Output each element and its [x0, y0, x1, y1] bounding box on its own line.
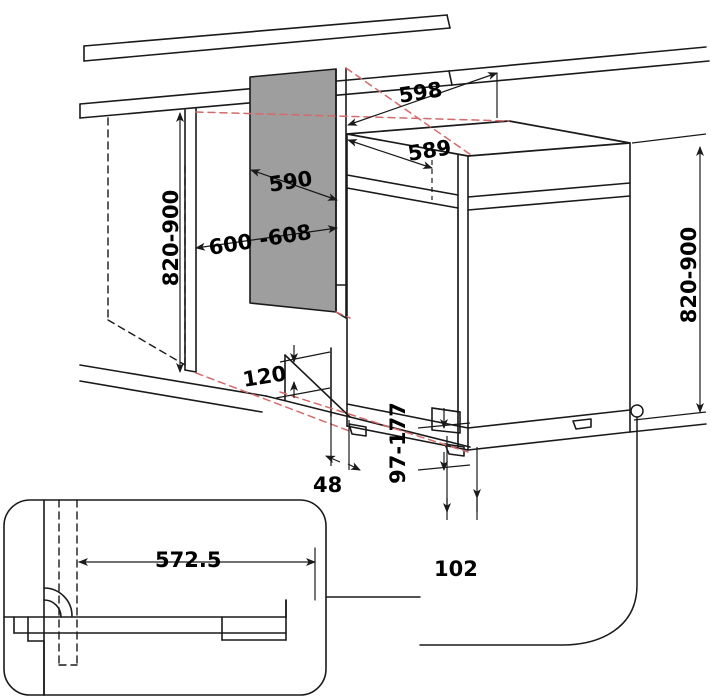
door-panel-detail-inset [3, 499, 421, 696]
dim-line-48 [325, 416, 361, 471]
cabinet-left-side-panel [184, 107, 197, 373]
dim-label-foot-inset: 48 [313, 473, 342, 497]
dim-label-appliance-width: 598 [397, 77, 444, 108]
detail-hinge-arc [43, 587, 73, 618]
dim-line-height-right [631, 133, 707, 421]
appliance-base-and-feet [346, 403, 631, 457]
dim-label-height-left: 820-900 [159, 190, 183, 286]
dim-label-appliance-depth: 589 [406, 135, 453, 166]
plinth-kick-panel [265, 347, 471, 448]
worktop-slab [83, 14, 451, 62]
detail-hinge-pin [58, 499, 78, 666]
detail-inset-frame [3, 499, 327, 696]
dim-line-120 [275, 345, 331, 399]
dim-label-services-offset: 102 [434, 557, 478, 581]
niche-right-stile [335, 67, 347, 319]
service-hose-route [419, 404, 707, 646]
dim-label-plinth-setback: 120 [241, 361, 288, 392]
dim-line-589 [347, 139, 433, 200]
dim-label-door-panel-width: 572.5 [155, 548, 221, 572]
dim-label-height-right: 820-900 [677, 227, 701, 323]
dim-line-572-5 [78, 547, 316, 601]
dimension-lines [176, 72, 707, 520]
dim-label-services-height: 97-177 [386, 402, 410, 484]
dim-line-600-608 [195, 225, 338, 251]
appliance-body [346, 120, 631, 451]
dim-line-97-177 [417, 408, 471, 471]
floor-plinth-left [79, 364, 267, 413]
dim-line-590 [250, 169, 338, 201]
cabinet-top-plane [79, 46, 710, 119]
dim-line-102 [443, 436, 481, 520]
dim-line-598 [347, 72, 498, 126]
drawing-linework [79, 14, 710, 646]
